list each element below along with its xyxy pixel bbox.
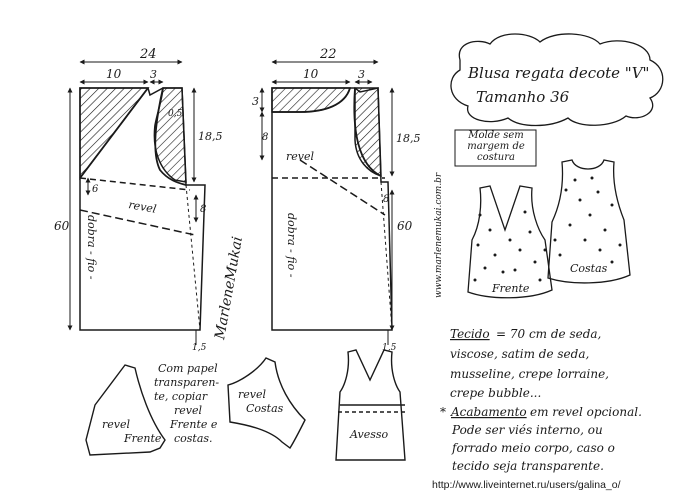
- fabric-line-3: musseline, crepe lorraine,: [450, 367, 609, 381]
- garment-back-illustration: Costas: [547, 159, 631, 284]
- back-neck-depth: 3: [252, 95, 259, 108]
- front-neck-small: 3: [150, 68, 157, 81]
- front-fold-label: dobra - fio -: [85, 215, 98, 280]
- fabric-section: Tecido = 70 cm de seda, viscose, satim d…: [450, 327, 609, 400]
- garment-front-illustration: Frente: [467, 185, 553, 299]
- title-line2: Tamanho 36: [476, 88, 570, 106]
- front-pattern: [67, 59, 206, 345]
- website-text: www.marlenemukai.com.br: [434, 172, 444, 298]
- footer-url[interactable]: http://www.liveinternet.ru/users/galina_…: [432, 479, 621, 491]
- illustration-back-label: Costas: [570, 262, 608, 275]
- back-length: 60: [397, 219, 413, 233]
- front-width-top: 24: [139, 47, 157, 62]
- illustration-front-label: Frente: [491, 282, 530, 295]
- facing-front: revel Frente: [85, 364, 166, 456]
- back-width-top: 22: [319, 47, 337, 62]
- front-hem-rise: 6: [92, 184, 99, 195]
- facing-back-line2: Costas: [246, 402, 284, 415]
- facing-back: revel Costas: [227, 357, 306, 450]
- facing-instr-1: Com papel: [158, 362, 218, 375]
- facing-instr-3: te, copiar: [154, 390, 208, 403]
- finish-section: * Acabamento em revel opcional. Pode ser…: [440, 405, 642, 473]
- back-side-8-right: 8: [383, 194, 389, 205]
- finish-label: Acabamento: [450, 405, 527, 419]
- fabric-line-2: viscose, satim de seda,: [450, 347, 589, 361]
- note-text: Molde sem margem de costura: [467, 130, 525, 163]
- facing-front-line2: Frente: [123, 432, 162, 445]
- inside-label: Avesso: [349, 428, 389, 441]
- finish-line-2: Pode ser viés interno, ou: [451, 423, 603, 437]
- front-armhole-depth: 18,5: [198, 130, 223, 143]
- facing-instructions: Com papel transparen- te, copiar revel F…: [154, 362, 219, 445]
- front-labels: 24 10 3 0,5 18,5 60 6 8 1,5 dobra - fio …: [54, 47, 223, 353]
- back-facing-label: revel: [286, 150, 314, 163]
- title-cloud: Blusa regata decote "V" Tamanho 36: [450, 33, 664, 127]
- finish-line-4: tecido seja transparente.: [452, 459, 604, 473]
- fabric-line-4: crepe bubble...: [450, 386, 541, 400]
- facing-instr-5: Frente e: [169, 418, 218, 431]
- facing-instr-6: costas.: [174, 432, 213, 445]
- front-side-8: 8: [200, 204, 206, 215]
- finish-asterisk: *: [440, 405, 446, 419]
- note-box: Molde sem margem de costura: [454, 129, 537, 167]
- back-hem-15: 1,5: [382, 343, 397, 353]
- front-length: 60: [54, 219, 70, 233]
- front-dim-05: 0,5: [168, 109, 183, 119]
- title-line1: Blusa regata decote "V": [467, 64, 649, 82]
- inside-view: Avesso: [335, 349, 406, 461]
- fabric-line-1: = 70 cm de seda,: [496, 327, 601, 341]
- back-armhole-depth: 18,5: [396, 132, 421, 145]
- signature: MarleneMukai: [212, 235, 246, 341]
- back-width-offset: 10: [303, 67, 319, 81]
- facing-instr-4: revel: [174, 404, 202, 417]
- back-labels: 22 10 3 3 8 18,5 8 60 1,5 dobra - fio - …: [252, 47, 421, 353]
- facing-instr-2: transparen-: [154, 376, 219, 389]
- back-fold-label: dobra - fio -: [285, 213, 298, 278]
- back-neck-hatch: [271, 87, 352, 113]
- back-pattern: [259, 59, 395, 345]
- front-width-offset: 10: [106, 67, 122, 81]
- back-neck-small: 3: [358, 68, 365, 81]
- front-hem-15: 1,5: [192, 343, 207, 353]
- facing-front-line1: revel: [102, 418, 130, 431]
- front-facing-label: revel: [127, 198, 157, 216]
- fabric-label: Tecido: [450, 327, 490, 341]
- back-side-8-left: 8: [262, 132, 268, 143]
- facing-back-line1: revel: [238, 388, 266, 401]
- finish-line-3: forrado meio corpo, caso o: [451, 441, 615, 455]
- back-armhole-hatch: [354, 87, 382, 178]
- finish-line-1: em revel opcional.: [530, 405, 642, 419]
